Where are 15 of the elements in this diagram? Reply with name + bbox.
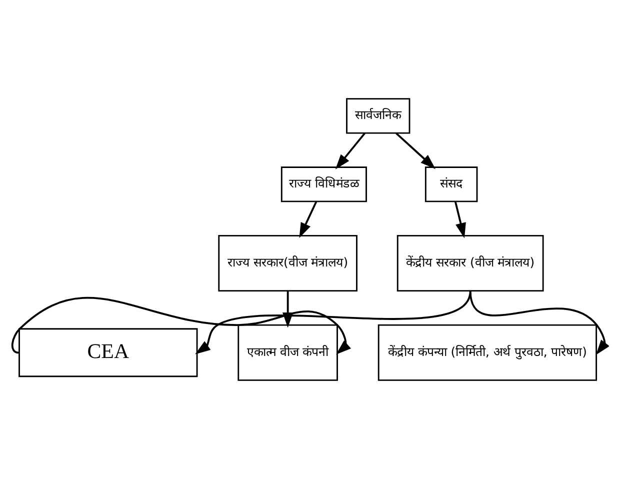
node-box: CEA <box>18 328 198 377</box>
arrow <box>454 200 466 238</box>
node-box: केंद्रीय कंपन्या (निर्मिती, अर्थ पुरवठा, पारेषण) <box>378 324 598 380</box>
arrow <box>396 132 436 169</box>
arrow <box>11 296 352 354</box>
node-box: सार्वजनिक <box>346 98 410 134</box>
arrow <box>335 132 366 169</box>
node-box: राज्य सरकार(वीज मंत्रालय) <box>218 234 358 292</box>
arrow <box>195 290 472 354</box>
node-box: एकात्म वीज कंपनी <box>238 324 338 380</box>
node-box: संसद <box>424 166 478 202</box>
arrow <box>299 200 318 238</box>
arrow <box>469 290 609 354</box>
node-box: केंद्रीय सरकार (वीज मंत्रालय) <box>396 234 544 292</box>
node-box: राज्य विधिमंडळ <box>280 166 367 202</box>
